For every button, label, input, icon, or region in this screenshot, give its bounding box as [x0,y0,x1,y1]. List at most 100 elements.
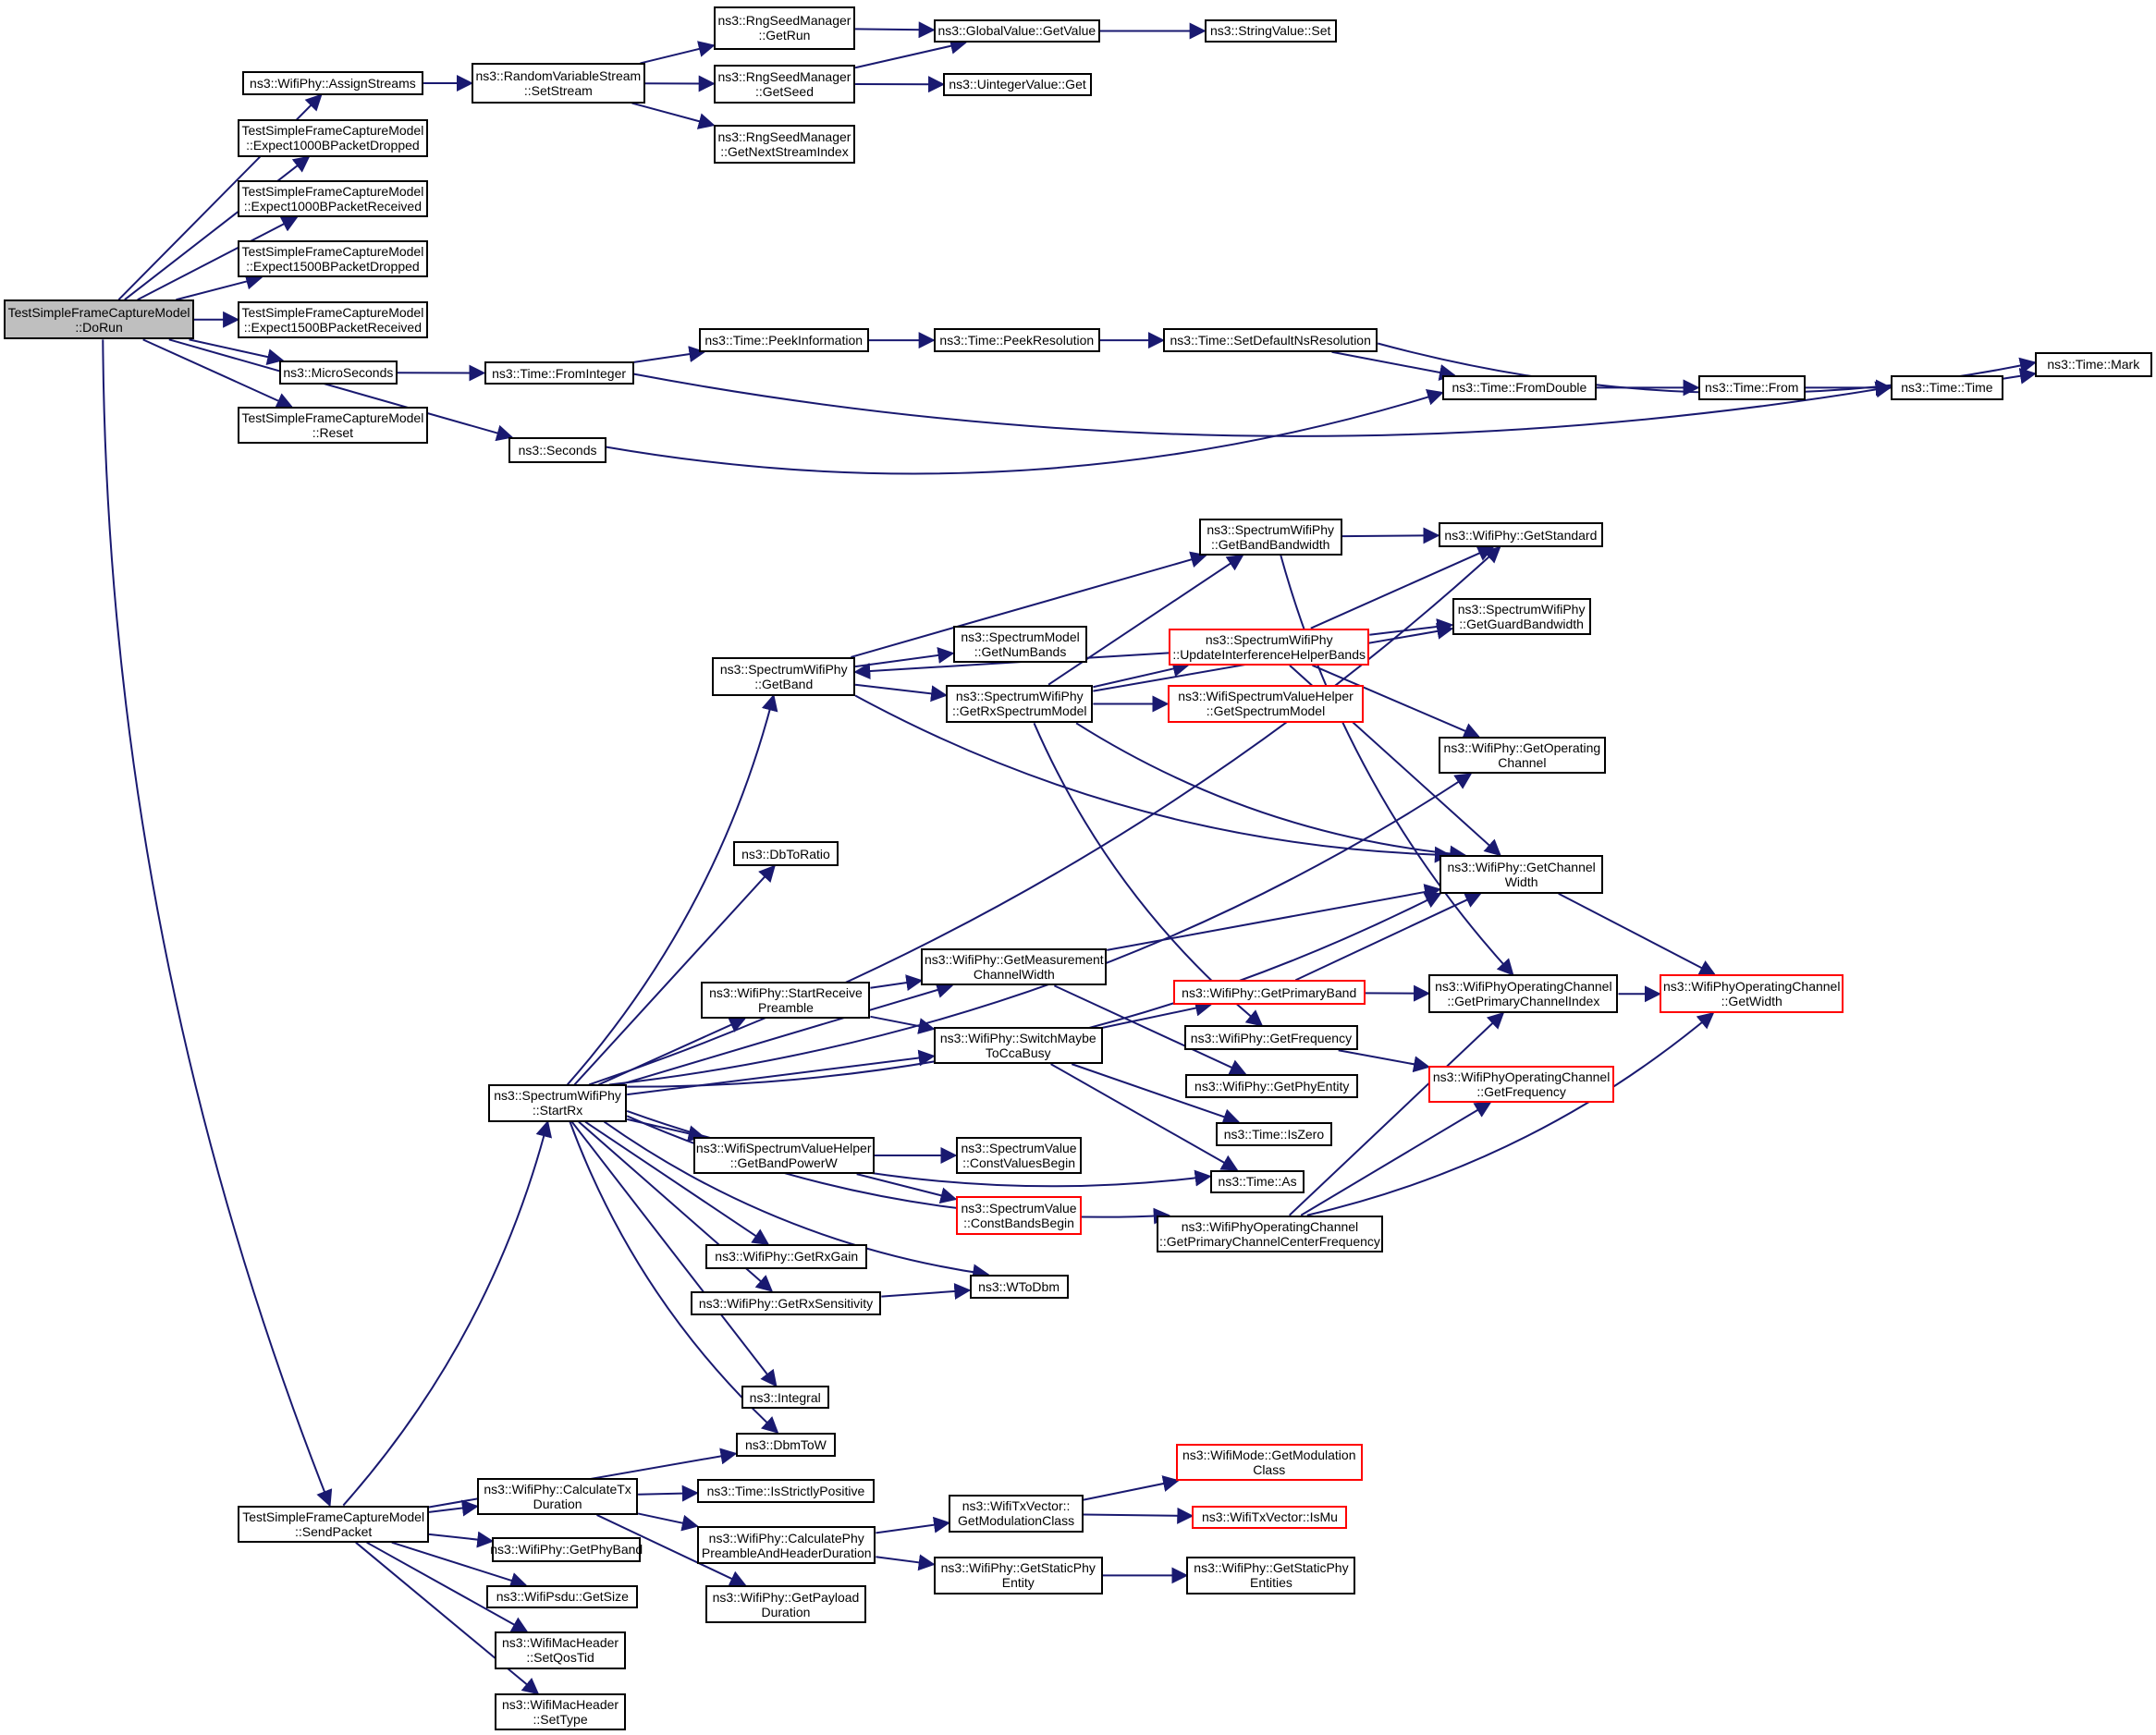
edge-getrxspectrum-to-getchannelwidth [1075,722,1467,862]
node-getbandbw[interactable]: ns3::SpectrumWifiPhy::GetBandBandwidth [1198,518,1342,556]
node-getrxspectrum[interactable]: ns3::SpectrumWifiPhy::GetRxSpectrumModel [946,684,1094,724]
node-dbmtow[interactable]: ns3::DbmToW [735,1432,837,1458]
node-timefrom[interactable]: ns3::Time::From [1697,375,1806,400]
edge-getrxspectrum-to-getbandbw [1047,554,1244,686]
node-frominteger[interactable]: ns3::Time::FromInteger [484,361,634,385]
node-getprimarychcf[interactable]: ns3::WifiPhyOperatingChannel::GetPrimary… [1156,1215,1384,1252]
node-label-line: ns3::WToDbm [978,1279,1060,1295]
node-getphyentity[interactable]: ns3::WifiPhy::GetPhyEntity [1185,1073,1359,1099]
node-label-line: Entity [1001,1575,1035,1591]
node-getfrequency[interactable]: ns3::WifiPhy::GetFrequency [1183,1025,1359,1051]
node-iszero[interactable]: ns3::Time::IsZero [1215,1121,1333,1147]
edge-sendpacket-to-startrx [342,1119,553,1507]
node-txvecgetmod[interactable]: ns3::WifiTxVector::GetModulationClass [949,1494,1084,1533]
node-label-line: ns3::WifiPhy::GetChannel [1447,859,1596,874]
node-opchgetfreq[interactable]: ns3::WifiPhyOperatingChannel::GetFrequen… [1428,1065,1614,1103]
node-getseed[interactable]: ns3::RngSeedManager::GetSeed [713,64,856,104]
node-getguardbw[interactable]: ns3::SpectrumWifiPhy::GetGuardBandwidth [1452,597,1591,636]
node-getstandard[interactable]: ns3::WifiPhy::GetStandard [1438,522,1604,547]
node-sendpacket[interactable]: TestSimpleFrameCaptureModel::SendPacket [238,1505,429,1543]
edge-sendpacket-to-calctxdur [428,1499,479,1517]
node-timeas[interactable]: ns3::Time::As [1209,1169,1305,1193]
node-getprimaryband[interactable]: ns3::WifiPhy::GetPrimaryBand [1172,980,1366,1006]
node-getrxgain[interactable]: ns3::WifiPhy::GetRxGain [704,1243,868,1269]
node-constbandsbegin[interactable]: ns3::SpectrumValue::ConstBandsBegin [955,1195,1083,1235]
node-label-line: ns3::WifiSpectrumValueHelper [1178,689,1354,704]
node-label-line: ::GetFrequency [1476,1083,1566,1099]
node-timetime[interactable]: ns3::Time::Time [1890,375,2003,400]
node-label-line: ns3::WifiTxVector::IsMu [1201,1509,1338,1525]
node-opchgetwidth[interactable]: ns3::WifiPhyOperatingChannel::GetWidth [1660,974,1844,1014]
node-getphyband[interactable]: ns3::WifiPhy::GetPhyBand [490,1536,643,1562]
node-isstrictpos[interactable]: ns3::Time::IsStrictlyPositive [697,1479,875,1503]
node-label-line: ns3::DbmToW [744,1437,827,1453]
node-microseconds[interactable]: ns3::MicroSeconds [278,360,398,385]
node-updateihb[interactable]: ns3::SpectrumWifiPhy::UpdateInterference… [1169,628,1370,666]
node-startrx[interactable]: ns3::SpectrumWifiPhy::StartRx [487,1084,628,1122]
node-psdugetsize[interactable]: ns3::WifiPsdu::GetSize [486,1584,639,1609]
node-reset[interactable]: TestSimpleFrameCaptureModel::Reset [238,407,428,445]
node-getspectrummodel[interactable]: ns3::WifiSpectrumValueHelper::GetSpectru… [1167,684,1365,724]
node-ismu[interactable]: ns3::WifiTxVector::IsMu [1192,1505,1348,1529]
node-label-line: ns3::Time::As [1218,1174,1297,1190]
node-label-line: ns3::UintegerValue::Get [949,77,1086,92]
node-exp1000dropped[interactable]: TestSimpleFrameCaptureModel::Expect1000B… [238,119,428,157]
node-setstream[interactable]: ns3::RandomVariableStream::SetStream [472,63,645,104]
node-globalgetvalue[interactable]: ns3::GlobalValue::GetValue [933,18,1100,43]
edge-startrx-to-getband [566,693,778,1086]
node-label-line: ns3::WifiPhy::SwitchMaybe [939,1031,1096,1046]
node-getbandpowerw[interactable]: ns3::WifiSpectrumValueHelper::GetBandPow… [692,1136,875,1175]
node-integral[interactable]: ns3::Integral [741,1386,829,1410]
node-dorun[interactable]: TestSimpleFrameCaptureModel::DoRun [4,299,194,340]
node-getrun[interactable]: ns3::RngSeedManager::GetRun [713,6,856,50]
node-getprimarychidx[interactable]: ns3::WifiPhyOperatingChannel::GetPrimary… [1428,974,1619,1014]
node-label-line: Class [1253,1461,1286,1477]
edge-updateihb-to-getstandard [1310,545,1495,629]
edge-startrecvpreamble-to-switchmaybe [870,1015,936,1034]
node-getrxsens[interactable]: ns3::WifiPhy::GetRxSensitivity [690,1290,882,1316]
edge-getprimaryband-to-getchannelwidth [1294,892,1482,982]
node-constvaluesbegin[interactable]: ns3::SpectrumValue::ConstValuesBegin [955,1136,1083,1175]
edge-dorun-to-sendpacket [102,339,333,1508]
node-label-line: ::Expect1500BPacketReceived [243,319,423,335]
node-getnumbands[interactable]: ns3::SpectrumModel::GetNumBands [952,625,1088,663]
node-label-line: ::GetBand [754,676,814,691]
node-seconds[interactable]: ns3::Seconds [508,436,606,464]
node-uintegerget[interactable]: ns3::UintegerValue::Get [943,72,1092,97]
node-label-line: ns3::WifiPhy::GetRxGain [715,1249,859,1265]
node-stringset[interactable]: ns3::StringValue::Set [1204,18,1337,43]
node-label-line: ns3::WifiPhy::GetStaticPhy [1194,1560,1349,1576]
node-label-line: Preamble [757,999,814,1015]
node-wtodbm[interactable]: ns3::WToDbm [969,1274,1069,1300]
node-setqostid[interactable]: ns3::WifiMacHeader::SetQosTid [495,1631,626,1669]
node-label-line: ns3::WifiPhy::GetStandard [1444,527,1598,543]
node-getband[interactable]: ns3::SpectrumWifiPhy::GetBand [712,656,856,696]
node-dbtoratio[interactable]: ns3::DbToRatio [732,841,839,866]
node-assignstreams[interactable]: ns3::WifiPhy::AssignStreams [241,71,424,95]
node-peekres[interactable]: ns3::Time::PeekResolution [933,328,1100,352]
node-label-line: ::GetNumBands [974,643,1067,659]
node-peekinfo[interactable]: ns3::Time::PeekInformation [698,328,869,352]
node-exp1500received[interactable]: TestSimpleFrameCaptureModel::Expect1500B… [238,300,428,338]
node-exp1500dropped[interactable]: TestSimpleFrameCaptureModel::Expect1500B… [238,240,428,278]
node-label-line: ns3::DbToRatio [741,846,830,861]
node-settype[interactable]: ns3::WifiMacHeader::SetType [495,1693,626,1731]
node-setdefaultns[interactable]: ns3::Time::SetDefaultNsResolution [1163,328,1378,352]
edge-startrx-to-getmeaschw [619,982,954,1086]
node-fromdouble[interactable]: ns3::Time::FromDouble [1442,375,1597,400]
node-getnextstream[interactable]: ns3::RngSeedManager::GetNextStreamIndex [713,125,856,164]
node-timemark[interactable]: ns3::Time::Mark [2035,351,2152,377]
node-label-line: ns3::WifiPhy::GetPayload [712,1589,860,1605]
node-exp1000received[interactable]: TestSimpleFrameCaptureModel::Expect1000B… [238,179,428,217]
